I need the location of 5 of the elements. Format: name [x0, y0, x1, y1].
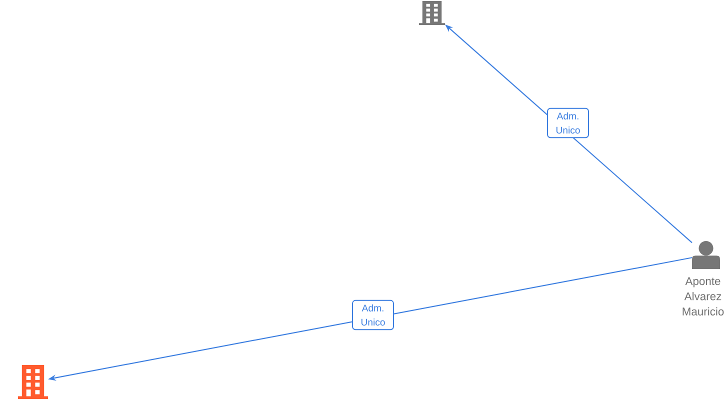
edge-label: Adm. Unico — [352, 300, 394, 330]
edge-label: Adm. Unico — [547, 108, 589, 138]
building-icon — [419, 1, 445, 25]
person-name: Aponte Alvarez Mauricio — [682, 277, 724, 316]
building-icon — [18, 365, 48, 399]
